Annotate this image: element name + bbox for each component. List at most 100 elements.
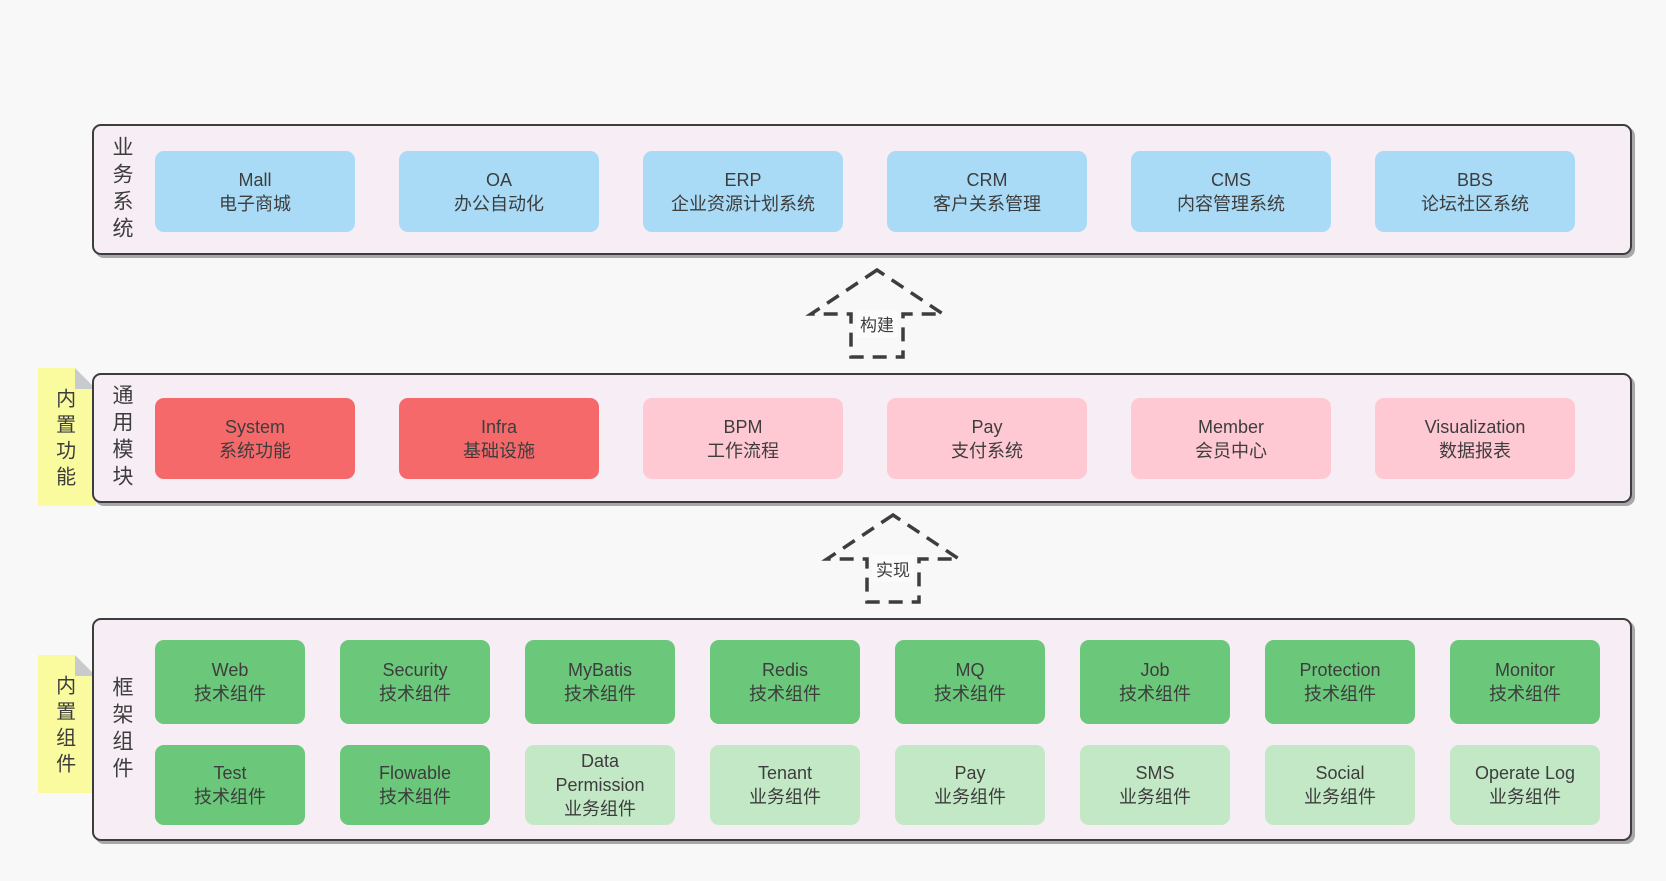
box-name-zh: 业务组件 [749,787,821,807]
box-cms: CMS 内容管理系统 [1131,151,1331,232]
arrow-label: 实现 [872,555,914,582]
box-name-en: Mall [238,169,272,190]
box-name-en: Job [1140,660,1170,680]
box-name-zh: 技术组件 [194,684,266,704]
layer-label-common-modules: 通用模块 [110,384,133,492]
box-name-en: ERP [724,169,762,190]
box-name-zh: 系统功能 [219,440,291,461]
box-flowable: Flowable 技术组件 [340,745,490,825]
box-web: Web 技术组件 [155,640,305,724]
box-name-zh: 业务组件 [1304,787,1376,807]
note-label: 内置功能 [52,387,75,492]
layer-label-business-systems: 业务系统 [110,135,133,244]
box-data-permission: Data Permission 业务组件 [525,745,675,825]
box-name-en: System [224,416,285,437]
box-name-zh: 技术组件 [749,684,821,704]
box-pay: Pay 支付系统 [887,398,1087,479]
box-name-en: Infra [480,416,518,437]
box-infra: Infra 基础设施 [399,398,599,479]
sticky-note-built-in-features: 内置功能 [38,368,96,506]
dashed-up-arrow-icon [821,512,965,604]
box-name-zh: 技术组件 [564,684,636,704]
dashed-up-arrow-icon [805,267,949,359]
layer-label-framework-components: 框架组件 [110,675,133,784]
box-name-zh: 技术组件 [1119,684,1191,704]
box-monitor: Monitor 技术组件 [1450,640,1600,724]
panel-framework-components: 框架组件 Web 技术组件 Security 技术组件 MyBatis 技术组件… [92,618,1632,841]
panel-common-modules: 通用模块 System 系统功能 Infra 基础设施 BPM 工作流程 Pay… [92,373,1632,503]
box-tenant: Tenant 业务组件 [710,745,860,825]
box-name-zh: 办公自动化 [454,193,544,214]
box-member: Member 会员中心 [1131,398,1331,479]
box-name-en: OA [485,169,512,190]
box-name-en: Tenant [757,763,813,783]
box-name-en: Operate Log [1474,763,1576,783]
box-test: Test 技术组件 [155,745,305,825]
box-operate-log: Operate Log 业务组件 [1450,745,1600,825]
box-name-en: Member [1197,416,1264,437]
box-name-en: Flowable [378,763,452,783]
box-name-zh: 会员中心 [1195,440,1267,461]
box-name-zh: 技术组件 [194,787,266,807]
note-label: 内置组件 [52,674,75,779]
box-name-en: Protection [1299,660,1381,680]
box-name-en: MyBatis [567,660,632,680]
box-name-en: BPM [723,416,763,437]
box-name-en: Data Permission [555,751,645,795]
box-bpm: BPM 工作流程 [643,398,843,479]
box-name-en: Test [213,763,247,783]
box-redis: Redis 技术组件 [710,640,860,724]
box-name-zh: 技术组件 [379,684,451,704]
components-box-row-1: Web 技术组件 Security 技术组件 MyBatis 技术组件 Redi… [155,640,1600,724]
arrow-implement: 实现 [821,511,965,607]
box-name-en: Social [1315,763,1365,783]
sticky-note-built-in-components: 内置组件 [38,655,96,793]
arrow-build: 构建 [805,266,949,362]
box-name-en: Monitor [1494,660,1556,680]
box-name-zh: 技术组件 [1489,684,1561,704]
box-name-en: CRM [966,169,1008,190]
box-name-en: Pay [954,763,986,783]
box-name-en: Pay [971,416,1003,437]
box-name-zh: 支付系统 [951,440,1023,461]
components-box-row-2: Test 技术组件 Flowable 技术组件 Data Permission … [155,745,1600,825]
box-name-zh: 技术组件 [934,684,1006,704]
box-bbs: BBS 论坛社区系统 [1375,151,1575,232]
box-name-zh: 工作流程 [707,440,779,461]
box-name-zh: 内容管理系统 [1177,193,1285,214]
box-name-zh: 论坛社区系统 [1421,193,1529,214]
box-name-en: BBS [1456,169,1494,190]
box-name-zh: 客户关系管理 [933,193,1041,214]
box-security: Security 技术组件 [340,640,490,724]
box-sms: SMS 业务组件 [1080,745,1230,825]
box-pay-business: Pay 业务组件 [895,745,1045,825]
box-job: Job 技术组件 [1080,640,1230,724]
box-name-zh: 数据报表 [1439,440,1511,461]
modules-box-row: System 系统功能 Infra 基础设施 BPM 工作流程 Pay 支付系统… [155,398,1575,479]
box-system: System 系统功能 [155,398,355,479]
box-name-en: Web [211,660,249,680]
box-visualization: Visualization 数据报表 [1375,398,1575,479]
box-name-en: MQ [955,660,985,680]
business-box-row: Mall 电子商城 OA 办公自动化 ERP 企业资源计划系统 CRM 客户关系… [155,151,1575,232]
box-name-en: Redis [761,660,809,680]
box-name-en: Visualization [1424,416,1526,437]
box-name-zh: 技术组件 [379,787,451,807]
box-mall: Mall 电子商城 [155,151,355,232]
box-name-zh: 业务组件 [1489,787,1561,807]
panel-business-systems: 业务系统 Mall 电子商城 OA 办公自动化 ERP 企业资源计划系统 CRM… [92,124,1632,255]
box-mq: MQ 技术组件 [895,640,1045,724]
box-name-zh: 基础设施 [463,440,535,461]
box-erp: ERP 企业资源计划系统 [643,151,843,232]
arrow-label: 构建 [856,310,898,337]
box-name-zh: 电子商城 [219,193,291,214]
box-name-zh: 业务组件 [564,799,636,819]
box-name-zh: 业务组件 [1119,787,1191,807]
box-name-en: Security [382,660,448,680]
box-name-zh: 业务组件 [934,787,1006,807]
box-name-zh: 企业资源计划系统 [671,193,815,214]
box-social: Social 业务组件 [1265,745,1415,825]
box-mybatis: MyBatis 技术组件 [525,640,675,724]
box-protection: Protection 技术组件 [1265,640,1415,724]
box-crm: CRM 客户关系管理 [887,151,1087,232]
